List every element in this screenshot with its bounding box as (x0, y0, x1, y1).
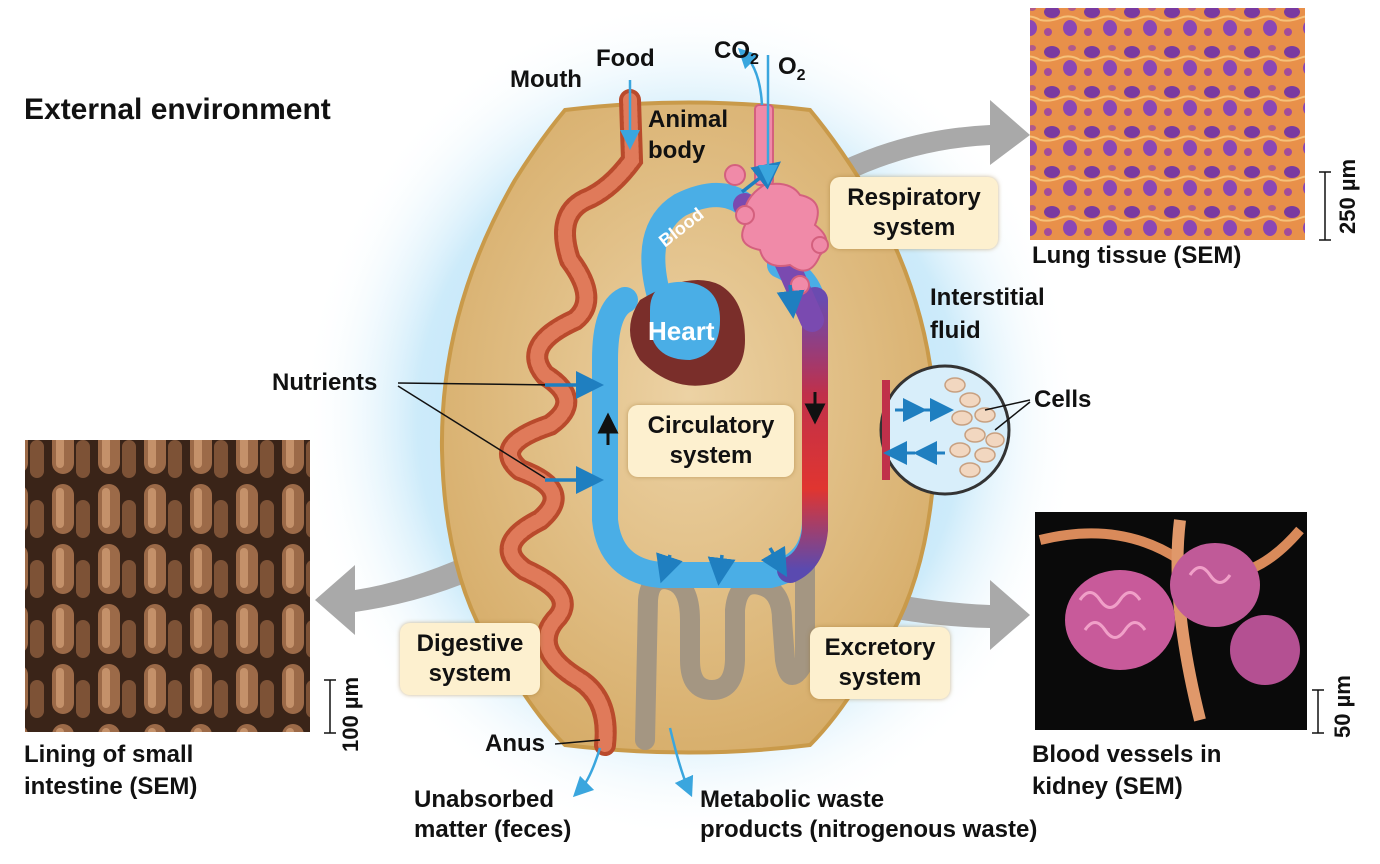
co2-subscript: 2 (750, 51, 759, 68)
interstitial-fluid-label-line1: Interstitial (930, 284, 1045, 311)
respiratory-system-box: Respiratory system (830, 177, 998, 249)
unabsorbed-label-line1: Unabsorbed (414, 786, 555, 813)
intestine-caption-line2: intestine (SEM) (24, 773, 198, 800)
blue-arrows (545, 161, 805, 586)
o2-label: O2 (778, 52, 806, 91)
digestive-line1: Digestive (416, 630, 524, 657)
respiratory-line2: system (872, 214, 956, 241)
mouth-label: Mouth (510, 66, 582, 93)
light-blue-arrows (572, 47, 778, 798)
pointer-lines (397, 382, 1031, 745)
co2-label: CO2 (714, 36, 759, 75)
food-label: Food (596, 45, 655, 72)
excretory-line1: Excretory (824, 634, 936, 661)
heart (630, 280, 745, 386)
o2-subscript: 2 (796, 67, 806, 84)
kidney-scale-label: 50 µm (1330, 675, 1355, 738)
respiratory-lung (724, 104, 829, 295)
anus-label: Anus (485, 730, 545, 757)
lung-micrograph (1030, 8, 1305, 240)
nutrients-label: Nutrients (272, 369, 378, 396)
kidney-micrograph (1035, 512, 1307, 730)
lung-scale-label: 250 µm (1335, 158, 1360, 234)
external-environment-title: External environment (24, 93, 331, 126)
scale-bars (324, 171, 1331, 734)
intestine-micrograph (25, 440, 310, 732)
o2-main: O (778, 53, 797, 80)
intestine-scale-label: 100 µm (338, 676, 363, 752)
circulatory-line2: system (669, 442, 753, 469)
digestive-line2: system (428, 660, 512, 687)
circulatory-system-box: Circulatory system (628, 405, 794, 477)
interstitial-fluid-label-line2: fluid (930, 317, 981, 344)
kidney-caption-line2: kidney (SEM) (1032, 773, 1183, 800)
metabolic-waste-label-line1: Metabolic waste (700, 786, 885, 813)
excretory-line2: system (838, 664, 922, 691)
flow-direction-arrows (597, 392, 826, 445)
co2-main: CO (714, 37, 750, 64)
lung-tissue-caption: Lung tissue (SEM) (1032, 242, 1242, 269)
metabolic-waste-label-line2: products (nitrogenous waste) (700, 816, 1038, 843)
intestine-caption-line1: Lining of small (24, 741, 194, 768)
circulatory-line1: Circulatory (647, 412, 775, 439)
interstitial-inset (879, 364, 1011, 496)
animal-body-label-line1: Animal (648, 106, 729, 133)
cells-label: Cells (1034, 386, 1092, 413)
digestive-system-box: Digestive system (400, 623, 540, 695)
excretory-system-box: Excretory system (810, 627, 950, 699)
respiratory-line1: Respiratory (847, 184, 981, 211)
unabsorbed-label-line2: matter (feces) (414, 816, 572, 843)
kidney-caption-line1: Blood vessels in (1032, 741, 1222, 768)
digestive-tract (499, 89, 644, 756)
heart-label: Heart (648, 316, 715, 346)
animal-body-label-line2: body (648, 137, 706, 164)
